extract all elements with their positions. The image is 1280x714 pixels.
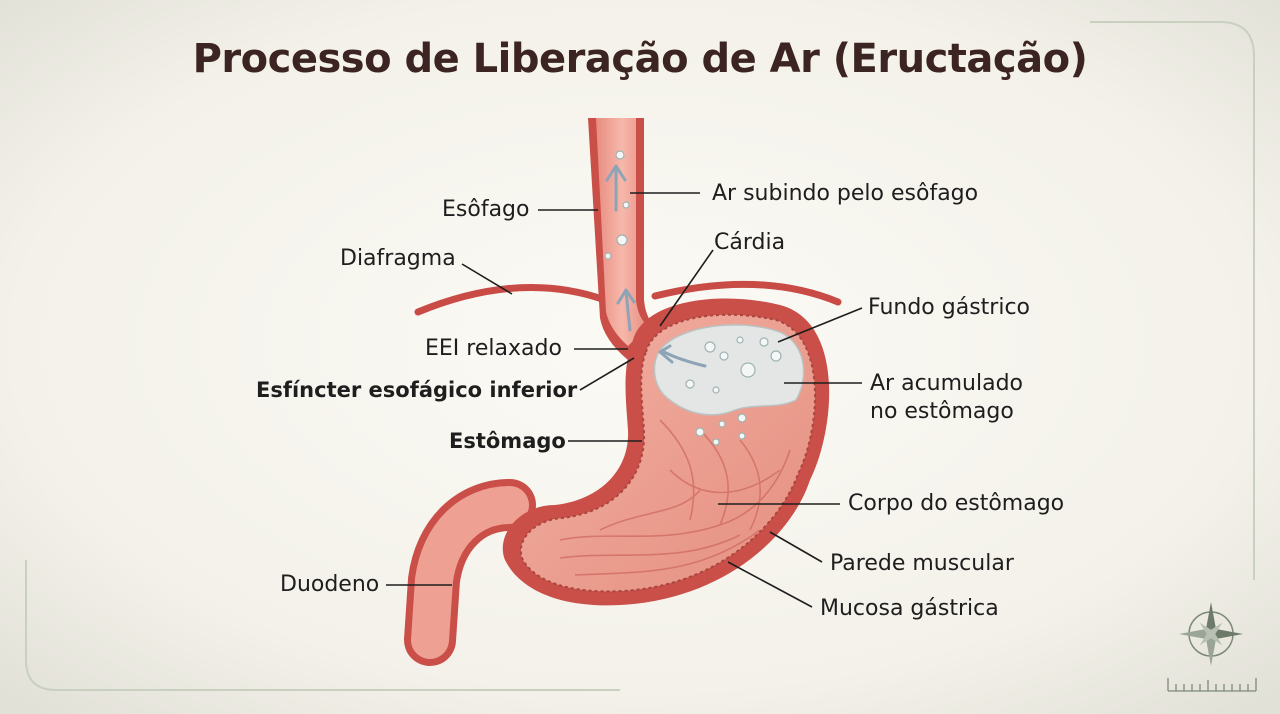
duodenum-inner: [411, 486, 529, 659]
air-pocket: [653, 324, 805, 416]
label-esfincter: Esfíncter esofágico inferior: [256, 378, 578, 402]
leader-esfincter: [579, 357, 635, 391]
label-eei: EEI relaxado: [425, 336, 562, 361]
label-fundo: Fundo gástrico: [868, 295, 1031, 320]
leader-fundo: [777, 307, 863, 343]
label-parede: Parede muscular: [830, 551, 1014, 576]
gastric-rugae: [559, 419, 791, 576]
diaphragm-left: [414, 284, 609, 316]
label-esofago: Esôfago: [442, 197, 530, 222]
label-corpo: Corpo do estômago: [848, 491, 1065, 516]
frame-line-top-right: [1090, 21, 1255, 580]
leader-mucosa: [727, 561, 813, 608]
label-ar-acumulado-1: Ar acumulado: [870, 371, 1024, 396]
diagram-title: Processo de Liberação de Ar (Eructação): [192, 36, 1088, 82]
ruler-scale-icon: [1167, 678, 1257, 692]
compass-rose-icon: [1179, 602, 1243, 666]
label-estomago: Estômago: [449, 429, 566, 453]
label-ar-subindo: Ar subindo pelo esôfago: [712, 181, 979, 206]
leader-parede: [769, 531, 823, 563]
leader-lines: [386, 192, 863, 608]
label-mucosa: Mucosa gástrica: [820, 596, 999, 621]
label-ar-acumulado-2: no estômago: [870, 399, 1014, 424]
label-cardia: Cárdia: [714, 230, 786, 255]
label-diafragma: Diafragma: [340, 246, 456, 271]
diaphragm-right: [651, 280, 842, 306]
air-flow-arrows: [605, 164, 707, 368]
air-bubbles: [604, 150, 782, 446]
leader-cardia: [659, 249, 714, 327]
leader-diafragma: [461, 263, 513, 295]
label-duodeno: Duodeno: [280, 572, 380, 597]
frame-line-bottom-left: [25, 560, 620, 691]
